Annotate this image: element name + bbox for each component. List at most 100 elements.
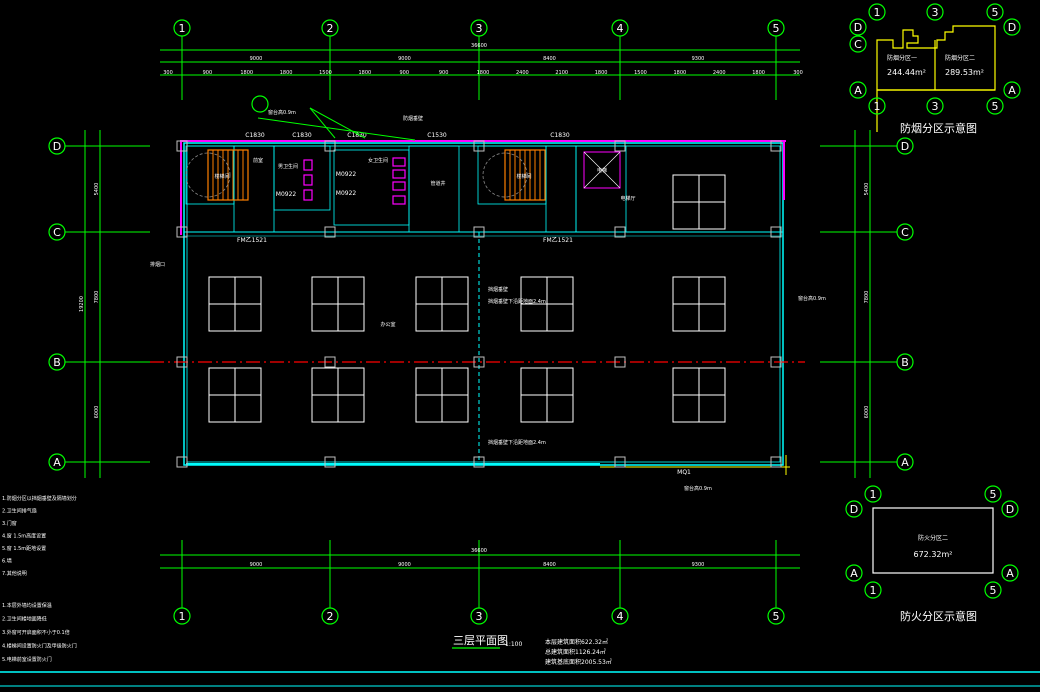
grid-bubble-label: D — [854, 21, 862, 34]
area-note: 建筑基底面积2005.53㎡ — [545, 658, 612, 666]
fire-zone-outline — [872, 507, 994, 574]
schematic-grid-bubble: A — [849, 81, 867, 99]
window-door-tag: MQ1 — [677, 469, 691, 476]
grid-bubble-label: 1 — [179, 610, 186, 623]
leader-line — [309, 107, 366, 139]
grid-bubble-label: A — [854, 84, 862, 97]
schematic-grid-bubble: 1 — [864, 581, 882, 599]
dimension-value: 8400 — [543, 56, 556, 62]
room-label: 电梯厅 — [620, 195, 635, 202]
grid-bubble-circle — [470, 19, 488, 37]
grid-bubble-label: 1 — [874, 100, 881, 113]
smoke-zone-area: 244.44m² — [887, 68, 926, 77]
note-line: 2.卫生间楼地面降低 — [2, 616, 47, 623]
grid-bubble-circle — [1003, 81, 1021, 99]
dimension-total: 19200 — [79, 296, 85, 312]
smoke-zone-outline — [876, 25, 996, 132]
elevator-cross-b — [583, 151, 621, 189]
grid-bubble-circle — [986, 3, 1004, 21]
leader-line — [257, 117, 416, 141]
grid-bubble-label: 5 — [990, 488, 997, 501]
dimension-value: 300 — [793, 70, 803, 76]
note-line: 4.楼梯间设置防火门及甲级防火门 — [2, 643, 77, 650]
room-label: 前室 — [253, 157, 263, 164]
stair-swing — [482, 152, 528, 198]
schematic-grid-bubble: 5 — [984, 485, 1002, 503]
note-line: 4.窗 1.5m高度设置 — [2, 533, 46, 540]
dimension-value: 9000 — [398, 56, 411, 62]
grid-bubble-circle — [896, 223, 914, 241]
dimension-value: 1800 — [240, 70, 253, 76]
grid-bubble-circle — [896, 137, 914, 155]
grid-bubble-label: 4 — [617, 610, 624, 623]
dimension-value: 9000 — [250, 562, 263, 568]
window-door-tag: M0922 — [276, 191, 297, 198]
grid-bubble-label: A — [1006, 567, 1014, 580]
toilet-fixture — [303, 174, 313, 186]
grid-bubble-label: 5 — [992, 6, 999, 19]
column — [770, 226, 782, 238]
annotation: 挡烟垂壁 — [488, 286, 508, 293]
grid-bubble-circle — [173, 607, 191, 625]
grid-bubble-bottom-5: 5 — [767, 607, 785, 625]
column — [614, 456, 626, 468]
dimension-value: 1800 — [595, 70, 608, 76]
schematic-grid-bubble: D — [845, 500, 863, 518]
grid-bubble-circle — [984, 485, 1002, 503]
grid-bubble-top-1: 1 — [173, 19, 191, 37]
dimension-value: 1800 — [752, 70, 765, 76]
grid-bubble-label: 1 — [874, 6, 881, 19]
grid-bubble-label: 1 — [870, 584, 877, 597]
room-label: 男卫生间 — [278, 163, 298, 170]
grid-bubble-circle — [984, 581, 1002, 599]
smoke-zone-area: 289.53m² — [945, 68, 984, 77]
grid-bubble-label: C — [901, 226, 909, 239]
dimension-value: 6000 — [94, 406, 100, 419]
columns — [176, 140, 782, 468]
note-line: 5.窗 1.5m距地设置 — [2, 545, 46, 552]
column — [473, 356, 485, 368]
room-label: 楼梯间 — [214, 173, 229, 180]
grid-bubble-left-B: B — [48, 353, 66, 371]
dimension-value: 2400 — [516, 70, 529, 76]
column — [176, 226, 188, 238]
dimension-value: 9300 — [692, 56, 705, 62]
grid-bubble-label: C — [53, 226, 61, 239]
grid-bubble-label: D — [901, 140, 909, 153]
grid-bubble-circle — [845, 564, 863, 582]
column — [473, 456, 485, 468]
grid-bubble-right-C: C — [896, 223, 914, 241]
grid-bubble-label: 3 — [932, 100, 939, 113]
schematic-grid-bubble: D — [849, 18, 867, 36]
room-label: 楼梯间 — [516, 173, 531, 180]
dimension-value: 900 — [203, 70, 213, 76]
grid-bubble-circle — [1001, 500, 1019, 518]
elevator-hall — [575, 145, 627, 233]
toilet-fixture — [392, 157, 406, 167]
shaft-room — [408, 145, 460, 233]
grid-bubble-top-2: 2 — [321, 19, 339, 37]
schematic-grid-bubble: 5 — [986, 97, 1004, 115]
stair-room-2 — [477, 145, 547, 205]
schematic-grid-bubble: 1 — [868, 97, 886, 115]
schematic-grid-bubble: A — [845, 564, 863, 582]
annotation: 挡烟垂壁下沿距地面2.4m — [488, 439, 546, 446]
note-line: 6.墙 — [2, 558, 12, 565]
window-door-tag: M0922 — [336, 190, 357, 197]
grid-bubble-top-5: 5 — [767, 19, 785, 37]
toilet-men — [273, 145, 331, 211]
grid-bubble-circle — [1003, 18, 1021, 36]
schematic-grid-bubble: 5 — [986, 3, 1004, 21]
stair-outline — [207, 149, 249, 201]
smoke-schematic-title: 防烟分区示意图 — [900, 121, 977, 135]
schematic-grid-bubble: D — [1001, 500, 1019, 518]
grid-bubble-label: D — [850, 503, 858, 516]
grid-bubble-circle — [611, 607, 629, 625]
dimension-value: 2100 — [555, 70, 568, 76]
grid-bubble-bottom-3: 3 — [470, 607, 488, 625]
sanitary-fixtures — [303, 157, 406, 205]
drawing-scale: 1:100 — [505, 641, 522, 648]
grid-bubble-circle — [868, 3, 886, 21]
